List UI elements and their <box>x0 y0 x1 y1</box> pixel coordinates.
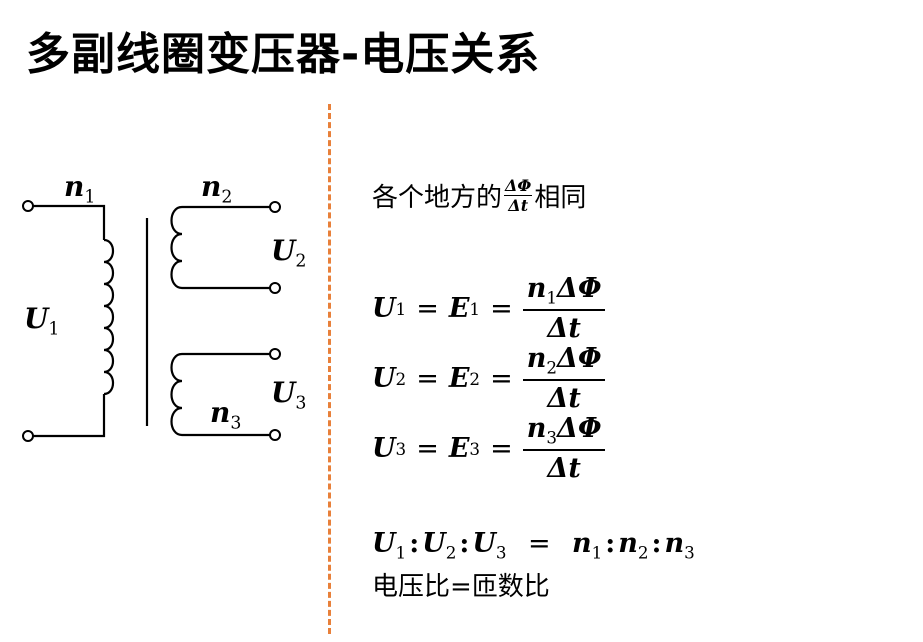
primary-bottom-wire <box>33 394 106 438</box>
label-n3: n3 <box>210 396 242 434</box>
equation-3-fraction: n3ΔΦ Δt <box>522 413 606 484</box>
note-frac-num: ΔΦ <box>504 176 533 196</box>
primary-top-wire <box>33 204 106 240</box>
note-fraction: ΔΦ Δt <box>504 176 533 215</box>
terminal-secondary2-bottom <box>269 282 281 294</box>
transformer-circuit <box>22 200 281 442</box>
voltage-turns-ratio: U1:U2:U3 = n1:n2:n3 <box>372 528 695 563</box>
terminal-secondary2-top <box>269 201 281 213</box>
label-n1: n1 <box>64 170 96 208</box>
equation-1-fraction: n1ΔΦ Δt <box>522 273 606 344</box>
secondary2-coil <box>170 205 183 290</box>
note-prefix: 各个地方的 <box>372 183 503 213</box>
label-n2: n2 <box>201 170 233 208</box>
label-u2: U2 <box>271 234 307 272</box>
note-frac-den: Δt <box>508 196 529 215</box>
terminal-secondary3-top <box>269 348 281 360</box>
secondary3-coil <box>170 352 183 437</box>
summary-text: 电压比=匝数比 <box>372 572 550 602</box>
note-suffix: 相同 <box>534 183 587 213</box>
flux-rate-note: 各个地方的 ΔΦ Δt 相同 <box>372 176 586 215</box>
dashed-divider <box>328 104 331 634</box>
terminal-secondary3-bottom <box>269 429 281 441</box>
terminal-primary-bottom <box>22 430 34 442</box>
label-u3: U3 <box>271 376 307 414</box>
page-title: 多副线圈变压器-电压关系 <box>26 29 541 80</box>
equation-2-fraction: n2ΔΦ Δt <box>522 343 606 414</box>
primary-coil <box>103 238 115 396</box>
terminal-primary-top <box>22 200 34 212</box>
label-u1: U1 <box>24 302 60 340</box>
